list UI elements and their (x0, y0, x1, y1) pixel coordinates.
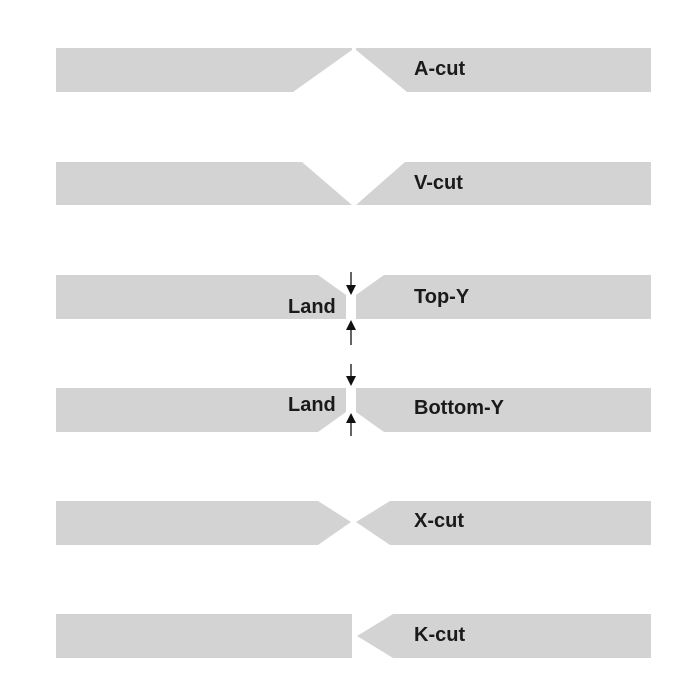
k-cut-right-plate (357, 614, 651, 658)
top-y-label: Top-Y (414, 286, 470, 308)
k-cut-label: K-cut (414, 624, 465, 646)
bottom-y-left-plate (56, 388, 346, 432)
k-cut-left-plate (56, 614, 352, 658)
x-cut-label: X-cut (414, 510, 464, 532)
bottom-y-land-label: Land (288, 394, 336, 416)
top-y-land-arrows (346, 272, 356, 345)
top-y-right-plate (356, 275, 651, 319)
joint-a-cut: A-cut (56, 48, 651, 92)
bottom-y-label: Bottom-Y (414, 397, 505, 419)
a-cut-right-plate (356, 48, 651, 92)
a-cut-label: A-cut (414, 58, 465, 80)
v-cut-left-plate (56, 162, 352, 205)
v-cut-label: V-cut (414, 172, 463, 194)
joint-top-y: Land Top-Y (56, 272, 651, 345)
top-y-land-label: Land (288, 296, 336, 318)
bottom-y-land-arrows (346, 364, 356, 436)
x-cut-left-plate (56, 501, 351, 545)
top-y-left-plate (56, 275, 346, 319)
bottom-y-right-plate (356, 388, 651, 432)
a-cut-left-plate (56, 48, 352, 92)
joint-bottom-y: Land Bottom-Y (56, 364, 651, 436)
joint-x-cut: X-cut (56, 501, 651, 545)
joint-v-cut: V-cut (56, 162, 651, 205)
x-cut-right-plate (356, 501, 651, 545)
joint-k-cut: K-cut (56, 614, 651, 658)
v-cut-right-plate (356, 162, 651, 205)
